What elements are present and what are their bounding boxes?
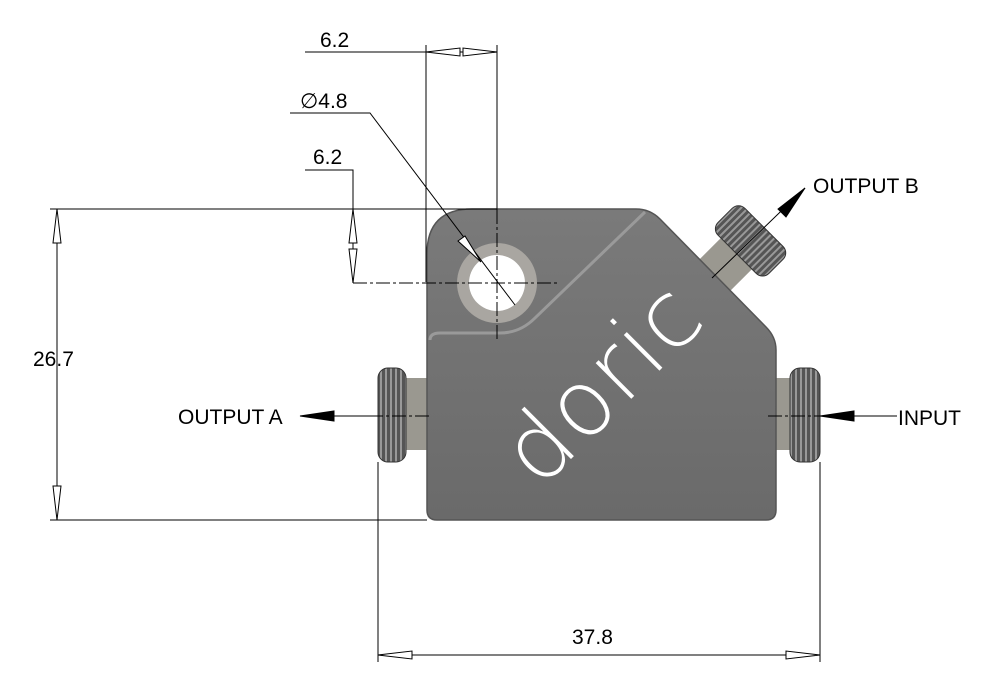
input-arrow	[819, 410, 897, 422]
body-ridge	[428, 210, 647, 341]
dim-connector-span	[377, 462, 821, 662]
dim-hole-diameter-label: ∅4.8	[300, 90, 348, 113]
dim-height	[50, 208, 427, 521]
output-a-label: OUTPUT A	[178, 406, 283, 429]
dim-hole-offset	[50, 169, 497, 284]
dim-hole-offset-label: 6.2	[313, 146, 342, 169]
dim-height-label: 26.7	[33, 348, 74, 371]
input-connector	[772, 367, 821, 463]
dim-top-width	[305, 45, 498, 282]
dim-hole-diameter	[290, 112, 516, 306]
output-a-connector	[377, 367, 430, 463]
dim-connector-span-label: 37.8	[572, 626, 613, 649]
dim-top-width-label: 6.2	[320, 29, 349, 52]
input-label: INPUT	[898, 407, 961, 430]
output-b-arrow	[711, 187, 806, 279]
output-b-label: OUTPUT B	[813, 175, 919, 198]
output-a-arrow	[299, 410, 378, 422]
